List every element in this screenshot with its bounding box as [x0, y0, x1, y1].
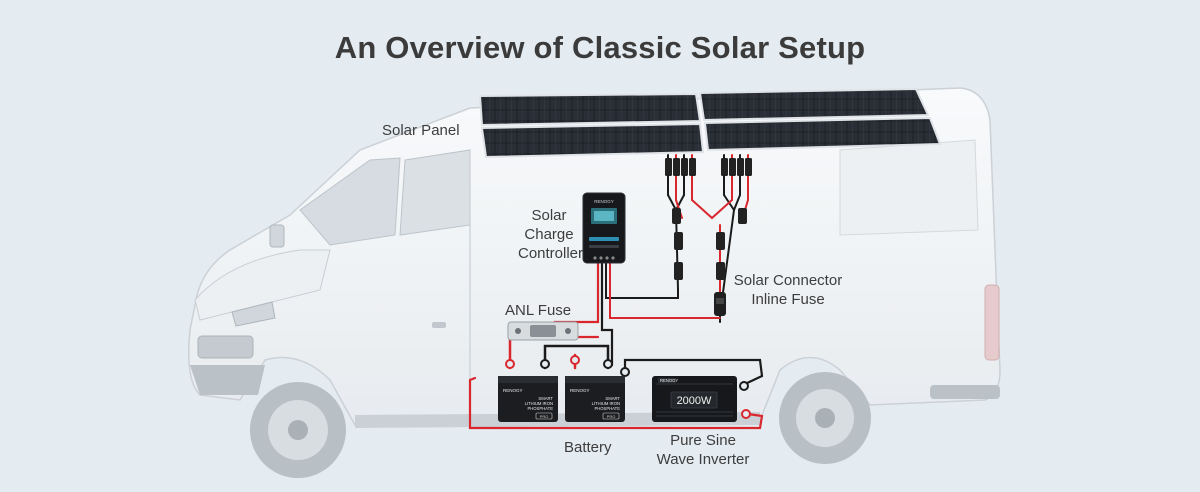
battery-1: RENOGY SMART LITHIUM IRON PHOSPHATE PRO	[498, 376, 558, 422]
battery-2-line-3: PHOSPHATE	[594, 406, 620, 411]
controller-negative-to-battery	[600, 260, 614, 367]
van-hood	[194, 249, 331, 321]
label-inverter: Pure Sine Wave Inverter	[648, 431, 758, 469]
label-charge-controller-line-2: Charge	[524, 226, 574, 243]
rear-wheel	[779, 372, 871, 464]
van-headlight	[231, 301, 276, 327]
label-battery: Battery	[564, 439, 612, 456]
van-tail-light	[984, 284, 1000, 361]
van-bumper	[190, 365, 265, 395]
battery-1-brand: RENOGY	[503, 388, 523, 393]
wiring	[468, 154, 764, 430]
label-inverter-line-1: Pure Sine	[670, 432, 736, 449]
battery-2-line-1: SMART	[605, 396, 620, 401]
battery-series-link-black	[543, 344, 610, 370]
label-connector-fuse-line-1: Solar Connector	[733, 272, 843, 289]
label-connector-fuse: Solar Connector Inline Fuse	[728, 271, 848, 309]
inverter-brand: RENOGY	[660, 378, 678, 383]
battery-2-brand: RENOGY	[570, 388, 590, 393]
van-side-window	[399, 149, 471, 236]
front-wheel	[250, 382, 346, 478]
battery-1-line-2: LITHIUM IRON	[525, 401, 553, 406]
van-windshield	[299, 157, 401, 246]
inverter: RENOGY 2000W	[652, 376, 737, 422]
battery-2-line-2: LITHIUM IRON	[592, 401, 620, 406]
battery-2-badge: PRO	[607, 414, 616, 419]
pv-positive-to-controller	[609, 261, 721, 319]
inverter-rating: 2000W	[677, 395, 712, 407]
battery-2: RENOGY SMART LITHIUM IRON PHOSPHATE PRO	[565, 376, 625, 422]
label-charge-controller-line-3: Controller	[518, 245, 584, 262]
van-mirror	[269, 224, 285, 248]
label-anl-fuse: ANL Fuse	[505, 302, 572, 319]
solar-panel-1	[478, 92, 702, 127]
battery-positive-to-inverter	[468, 376, 764, 430]
solar-panel-4	[703, 116, 942, 152]
solar-panels	[478, 87, 942, 159]
controller-brand: RENOGY	[594, 199, 614, 204]
label-solar-panel: Solar Panel	[382, 122, 460, 139]
mc4-connectors	[665, 158, 752, 280]
battery-1-line-1: SMART	[538, 396, 553, 401]
solar-panel-3	[698, 87, 930, 122]
battery-1-badge: PRO	[540, 414, 549, 419]
battery-negative-to-inverter	[623, 358, 764, 386]
label-charge-controller-line-1: Solar	[531, 207, 567, 224]
van-grille	[197, 335, 254, 359]
solar-panel-2	[480, 122, 705, 159]
page-title: An Overview of Classic Solar Setup	[334, 30, 866, 65]
charge-controller: RENOGY	[582, 192, 626, 264]
label-connector-fuse-line-2: Inline Fuse	[751, 291, 825, 308]
inline-fuse	[714, 292, 726, 316]
ring-terminals	[505, 355, 751, 419]
label-charge-controller: Solar Charge Controller	[518, 206, 584, 263]
anl-fuse	[507, 321, 579, 341]
battery-1-line-3: PHOSPHATE	[527, 406, 553, 411]
pv-negative-to-controller	[605, 261, 679, 299]
label-inverter-line-2: Wave Inverter	[656, 451, 750, 468]
